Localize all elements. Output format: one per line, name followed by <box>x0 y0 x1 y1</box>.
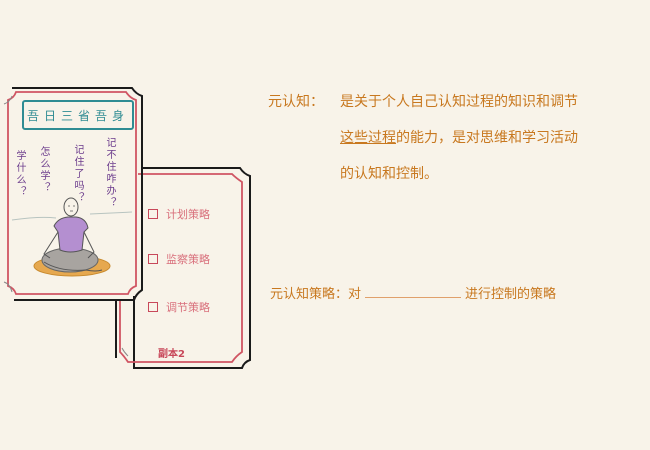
definition-line-2: 这些过程的能力，是对思维和学习活动 <box>340 120 630 156</box>
question-what: 学什么？ <box>14 150 25 198</box>
strategy-item-plan[interactable]: 计划策略 <box>148 206 210 222</box>
definition-label: 元认知： <box>268 94 324 110</box>
checkbox[interactable] <box>148 209 158 219</box>
strategy-label: 计划策略 <box>166 208 210 221</box>
strategy-suffix: 进行控制的策略 <box>465 287 557 302</box>
strategy-item-monitor[interactable]: 监察策略 <box>148 251 210 267</box>
definition-line-2-rest: 的能力，是对思维和学习活动 <box>396 130 578 146</box>
question-how: 怎么学？ <box>38 146 49 194</box>
strategy-label: 元认知策略：对 <box>270 287 362 302</box>
checkbox[interactable] <box>148 302 158 312</box>
strategy-label: 监察策略 <box>166 253 210 266</box>
strategy-definition: 元认知策略：对 进行控制的策略 <box>270 283 556 302</box>
fill-in-blank[interactable] <box>365 283 462 298</box>
checkbox[interactable] <box>148 254 158 264</box>
definition-line-1: 是关于个人自己认知过程的知识和调节 <box>340 94 578 110</box>
strategy-label: 调节策略 <box>166 301 210 314</box>
definition-line-3: 的认知和控制。 <box>340 166 438 182</box>
question-forget: 记不住咋办？ <box>104 137 115 209</box>
card-title: 吾日三省吾身 <box>22 100 134 130</box>
meditating-person-illustration <box>33 197 111 277</box>
copy-label: 副本2 <box>158 349 185 360</box>
question-remember: 记住了吗？ <box>72 144 83 204</box>
definition-body: 是关于个人自己认知过程的知识和调节 这些过程的能力，是对思维和学习活动 的认知和… <box>340 84 630 192</box>
underlined-phrase: 这些过程 <box>340 130 396 146</box>
strategy-item-adjust[interactable]: 调节策略 <box>148 299 210 315</box>
